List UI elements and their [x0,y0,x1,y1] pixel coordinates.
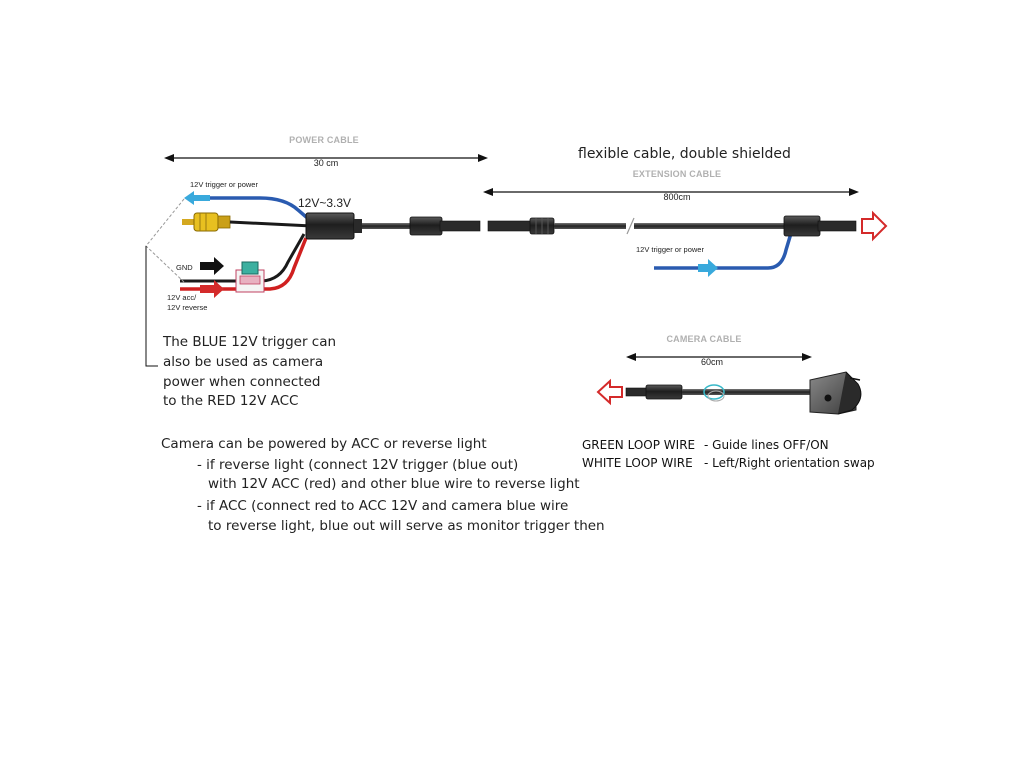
green-loop-wire-desc: - Guide lines OFF/ON [704,438,829,452]
extension-blue-wire [716,229,794,270]
loop-wires-legend: GREEN LOOP WIRE - Guide lines OFF/ON WHI… [582,438,875,470]
power-cable-header: POWER CABLE [289,135,359,145]
extension-cable-header: EXTENSION CABLE [633,169,722,179]
extension-cable-left [554,223,626,229]
trigger-out-arrow [184,191,210,205]
camera-input-arrow [596,378,623,406]
camera-cable-header: CAMERA CABLE [666,334,741,344]
extension-cable-length: 800cm [663,192,690,202]
instructions-line5: to reverse light, blue out will serve as… [208,518,605,534]
video-wire [229,220,313,228]
extension-cable-right [634,223,786,229]
power-end-connector [409,216,481,236]
blue-trigger-note: The BLUE 12V trigger can also be used as… [162,334,336,409]
power-main-cable [362,223,412,229]
blue-trigger-note-line1: The BLUE 12V trigger can [162,334,336,350]
gnd-arrow [200,257,224,275]
voltage-label: 12V~3.3V [298,196,351,210]
extension-trigger-arrow [698,259,718,277]
fuse-holder [235,261,265,293]
instructions-line2: - if reverse light (connect 12V trigger … [197,457,518,473]
voltage-junction-block [305,212,362,240]
camera-main-cable [682,389,812,395]
extension-end-connector [783,215,857,237]
instructions-line4: - if ACC (connect red to ACC 12V and cam… [197,498,568,514]
camera-body [809,371,862,415]
blue-trigger-note-line4: to the RED 12V ACC [163,393,298,409]
gnd-label: GND [176,263,193,272]
cable-break-mark [626,217,635,235]
red-acc-wire [180,237,308,291]
power-instructions: Camera can be powered by ACC or reverse … [161,436,605,534]
acc-label-line2: 12V reverse [167,303,207,312]
extension-cable-dimension [483,188,859,196]
power-trigger-label: 12V trigger or power [190,180,258,189]
blue-trigger-note-line2: also be used as camera [163,354,323,370]
camera-cable-length: 60cm [701,357,723,367]
extension-note: flexible cable, double shielded [578,146,791,162]
extension-trigger-label: 12V trigger or power [636,245,704,254]
power-cable-length: 30 cm [314,158,339,168]
white-loop-wire-desc: - Left/Right orientation swap [704,456,875,470]
extension-output-arrow [861,210,888,242]
camera-cable-dimension [626,353,812,361]
acc-arrow [200,280,224,298]
green-loop-wire-label: GREEN LOOP WIRE [582,438,695,452]
white-loop-wire-label: WHITE LOOP WIRE [582,456,693,470]
blue-trigger-note-line3: power when connected [163,374,320,390]
blue-trigger-wire [196,196,314,224]
instructions-line1: Camera can be powered by ACC or reverse … [161,436,487,452]
rca-video-connector [182,212,231,232]
extension-cable-section: flexible cable, double shielded EXTENSIO… [483,146,888,277]
camera-loop-wires [703,384,725,402]
power-cable-section: POWER CABLE 30 cm 12V trigger or power [145,135,488,367]
power-cable-dimension [164,154,488,162]
camera-cable-section: CAMERA CABLE 60cm [596,334,862,415]
extension-start-connector [487,217,555,235]
acc-label-line1: 12V acc/ [167,293,197,302]
instructions-line3: with 12V ACC (red) and other blue wire t… [208,476,580,492]
note-leader-line [145,246,158,367]
camera-plug-connector [625,384,683,400]
